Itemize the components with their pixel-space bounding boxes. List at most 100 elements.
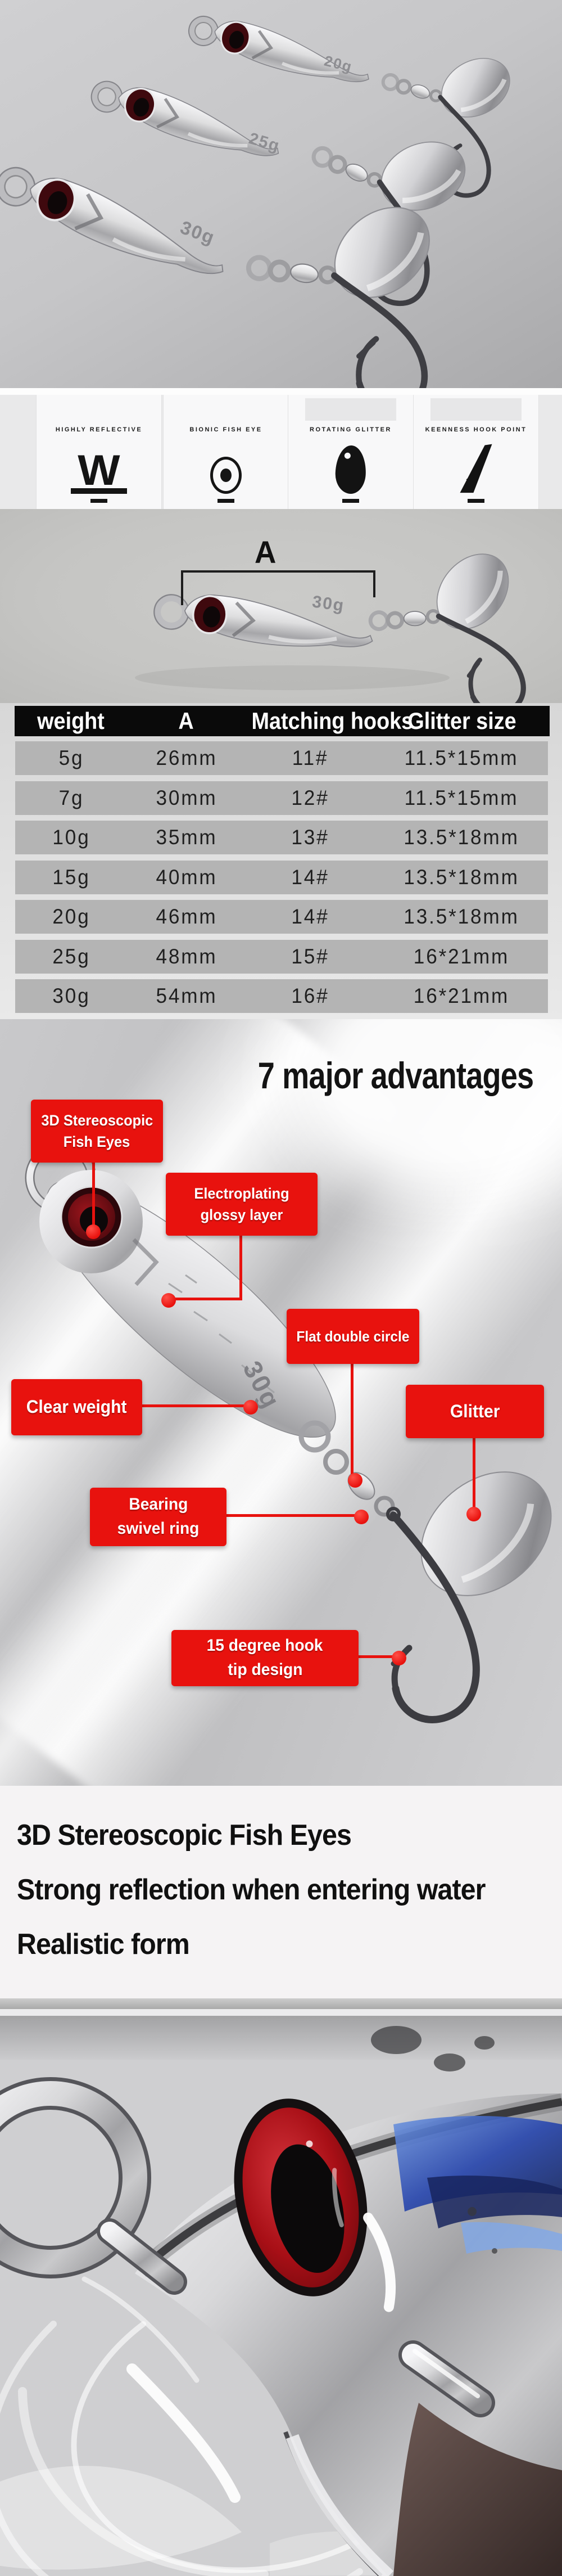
table-row: 5g 26mm 11# 11.5*15mm <box>15 741 548 775</box>
header-cell: weight <box>37 708 105 734</box>
table-cell: 11# <box>292 746 329 769</box>
glitter-blade-icon <box>334 445 367 494</box>
dimension-bracket-left-tick <box>181 570 183 605</box>
table-header: weight A Matching hooks Glitter size <box>15 706 550 736</box>
callout-text: Electroplating <box>194 1185 289 1202</box>
feature-card-reflective: HIGHLY REFLECTIVE W <box>36 395 162 509</box>
weight-stamp: 30g <box>311 592 346 615</box>
callout-dot <box>354 1510 369 1524</box>
callout-text: Fish Eyes <box>64 1133 130 1150</box>
callout-text: Glitter <box>450 1400 500 1421</box>
callout-dot <box>161 1293 176 1308</box>
advantages-heading: 7 major advantages <box>257 1055 533 1096</box>
reflective-w-icon: W <box>71 449 127 494</box>
feature-label: HIGHLY REFLECTIVE <box>55 426 143 433</box>
header-cell: A <box>178 708 194 734</box>
feature-card-glitter: ROTATING GLITTER <box>288 395 414 509</box>
feature-card-hook-point: KEENNESS HOOK POINT <box>413 395 539 509</box>
dimension-lure-illustration: 30g <box>135 509 562 703</box>
table-cell: 30mm <box>156 786 217 809</box>
callout-dot <box>466 1507 481 1521</box>
table-cell: 11.5*15mm <box>404 746 519 769</box>
table-row: 20g 46mm 14# 13.5*18mm <box>15 900 548 934</box>
callout-text: swivel ring <box>117 1519 200 1538</box>
callout-flat-double-circle: Flat double circle <box>287 1309 419 1364</box>
table-cell: 12# <box>291 786 329 809</box>
benefit-line: Realistic form <box>17 1928 190 1961</box>
table-row: 30g 54mm 16# 16*21mm <box>15 979 548 1013</box>
dimension-photo: 30g A <box>0 509 562 703</box>
table-cell: 16*21mm <box>413 945 510 968</box>
feature-label: ROTATING GLITTER <box>310 426 392 433</box>
table-cell: 13# <box>291 826 329 849</box>
fish-eye-icon <box>210 457 242 494</box>
table-cell: 13.5*18mm <box>404 905 519 928</box>
callout-dot <box>243 1400 258 1415</box>
table-cell: 35mm <box>156 826 217 849</box>
closeup-eye-photo <box>0 2009 562 2576</box>
table-cell: 13.5*18mm <box>404 826 519 849</box>
strip-top-band <box>0 388 562 395</box>
callout-line <box>359 1655 393 1658</box>
callout-text: Bearing <box>128 1495 188 1514</box>
callout-dot <box>86 1224 101 1239</box>
benefit-line: 3D Stereoscopic Fish Eyes <box>17 1819 352 1852</box>
table-cell: 5g <box>58 746 84 769</box>
table-cell: 46mm <box>156 905 217 928</box>
icon-underline <box>468 499 484 503</box>
callout-electroplating: Electroplating glossy layer <box>166 1173 318 1236</box>
callout-line <box>92 1163 95 1226</box>
callout-dot <box>392 1651 406 1665</box>
table-cell: 15# <box>291 945 329 968</box>
closeup-illustration <box>0 2009 562 2576</box>
table-cell: 20g <box>52 905 90 928</box>
callout-bearing-swivel: Bearing swivel ring <box>90 1488 226 1546</box>
table-cell: 14# <box>291 905 329 928</box>
hook-point-icon <box>460 444 492 493</box>
callout-glitter: Glitter <box>406 1385 544 1438</box>
benefit-line: Strong reflection when entering water <box>17 1874 486 1906</box>
callout-text: glossy layer <box>200 1206 283 1223</box>
callout-line <box>473 1438 475 1508</box>
benefits-section: 3D Stereoscopic Fish Eyes Strong reflect… <box>0 1786 562 1998</box>
table-cell: 26mm <box>156 746 217 769</box>
table-cell: 40mm <box>156 866 217 889</box>
callout-text: Clear weight <box>26 1397 127 1417</box>
table-cell: 10g <box>52 826 90 849</box>
card-top-placeholder <box>430 398 522 421</box>
table-cell: 13.5*18mm <box>404 866 519 889</box>
table-cell: 7g <box>58 786 84 809</box>
table-cell: 54mm <box>156 984 217 1007</box>
lures-illustration: 20g 25g 30g <box>0 0 562 388</box>
table-cell: 16*21mm <box>413 984 510 1007</box>
table-cell: 14# <box>291 866 329 889</box>
icon-underline <box>342 499 359 503</box>
table-row: 25g 48mm 15# 16*21mm <box>15 940 548 974</box>
callout-clear-weight: Clear weight <box>11 1379 142 1435</box>
callout-line <box>169 1298 242 1300</box>
advantages-lure-illustration: 30g <box>25 1142 552 1723</box>
table-cell: 11.5*15mm <box>404 786 519 809</box>
callout-dot <box>348 1473 362 1488</box>
callout-text: tip design <box>227 1660 303 1679</box>
feature-label: KEENNESS HOOK POINT <box>425 426 527 433</box>
feature-card-fish-eye: BIONIC FISH EYE <box>163 395 289 509</box>
table-cell: 48mm <box>156 945 217 968</box>
callout-line <box>226 1514 355 1517</box>
feature-strip: HIGHLY REFLECTIVE W BIONIC FISH EYE ROTA… <box>0 388 562 510</box>
header-cell: Glitter size <box>407 708 516 734</box>
table-row: 7g 30mm 12# 11.5*15mm <box>15 781 548 815</box>
dimension-bracket-right-tick <box>373 570 375 597</box>
table-cell: 16# <box>291 984 329 1007</box>
callout-text: Flat double circle <box>296 1327 410 1345</box>
callout-hook-tip: 15 degree hook tip design <box>171 1630 359 1686</box>
icon-underline <box>217 499 234 503</box>
top-lures-photo: 20g 25g 30g <box>0 0 562 388</box>
callout-line <box>351 1364 353 1474</box>
dimension-bracket <box>181 570 375 573</box>
advantages-section: 30g 7 major advantages <box>0 1019 562 1786</box>
callout-text: 15 degree hook <box>207 1636 323 1655</box>
table-row: 10g 35mm 13# 13.5*18mm <box>15 821 548 854</box>
table-row: 15g 40mm 14# 13.5*18mm <box>15 861 548 894</box>
table-cell: 25g <box>52 945 90 968</box>
